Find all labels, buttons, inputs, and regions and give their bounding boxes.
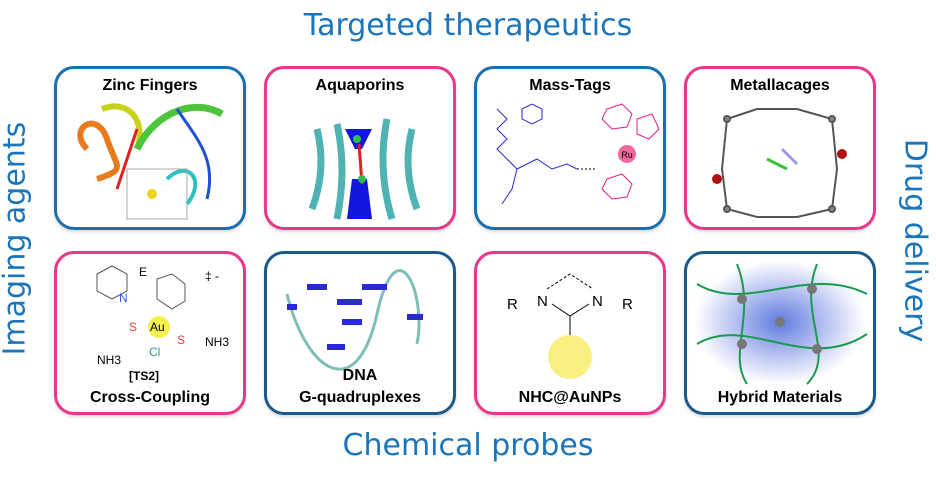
charge-label: ‡ -	[205, 269, 219, 283]
panel-label-line1: DNA	[342, 367, 378, 384]
cross-coupling-structure-image: E N ‡ - Au S S Cl NH3 NH3 [TS2]	[96, 265, 229, 383]
atom-au: Au	[150, 320, 165, 334]
aquaporin-protein-image	[308, 118, 421, 221]
panel-label: Metallacages	[730, 77, 830, 94]
heading-imaging-agents: Imaging agents	[0, 121, 33, 356]
metallacage-structure-image	[712, 108, 847, 218]
transition-state-label: [TS2]	[129, 369, 159, 383]
nhc-gold-nanoparticle-image: N N R R	[507, 273, 633, 379]
panel-zinc-fingers: Zinc Fingers	[54, 66, 246, 230]
atom-cl: Cl	[149, 345, 160, 359]
panel-hybrid-materials: Hybrid Materials	[684, 251, 876, 415]
amine-label: NH3	[97, 353, 121, 367]
panel-label: Hybrid Materials	[717, 389, 843, 406]
r-group: R	[507, 296, 518, 313]
g-quadruplex-image	[285, 269, 423, 371]
atom-n: N	[537, 293, 548, 310]
panel-label: NHC@AuNPs	[518, 389, 622, 406]
heading-targeted-therapeutics: Targeted therapeutics	[303, 8, 633, 43]
panel-label: Cross-Coupling	[90, 389, 210, 406]
panel-label: Aquaporins	[315, 77, 405, 94]
r-group: R	[622, 296, 633, 313]
panel-label: Zinc Fingers	[102, 77, 198, 94]
amine-label: NH3	[205, 335, 229, 349]
panel-cross-coupling: Cross-Coupling E N ‡ - Au S S Cl NH3 NH3…	[54, 251, 246, 415]
atom-n: N	[592, 293, 603, 310]
panel-dna-g-quadruplexes: DNA G-quadruplexes	[264, 251, 456, 415]
panel-metallacages: Metallacages	[684, 66, 876, 230]
atom-e: E	[139, 265, 147, 279]
zinc-finger-protein-image	[77, 103, 224, 220]
heading-chemical-probes: Chemical probes	[342, 428, 594, 463]
atom-s: S	[177, 333, 185, 347]
heading-drug-delivery: Drug delivery	[897, 138, 933, 343]
atom-n: N	[119, 291, 128, 305]
panel-mass-tags: Mass-Tags Ru	[474, 66, 666, 230]
metal-ruthenium: Ru	[621, 150, 633, 160]
hybrid-material-image	[695, 260, 868, 385]
panel-label-line2: G-quadruplexes	[299, 389, 421, 406]
panel-label: Mass-Tags	[529, 77, 611, 94]
mass-tag-structure-image: Ru	[496, 103, 660, 205]
atom-s: S	[129, 320, 137, 334]
panel-nhc-aunps: NHC@AuNPs N N R R	[474, 251, 666, 415]
panel-aquaporins: Aquaporins	[264, 66, 456, 230]
